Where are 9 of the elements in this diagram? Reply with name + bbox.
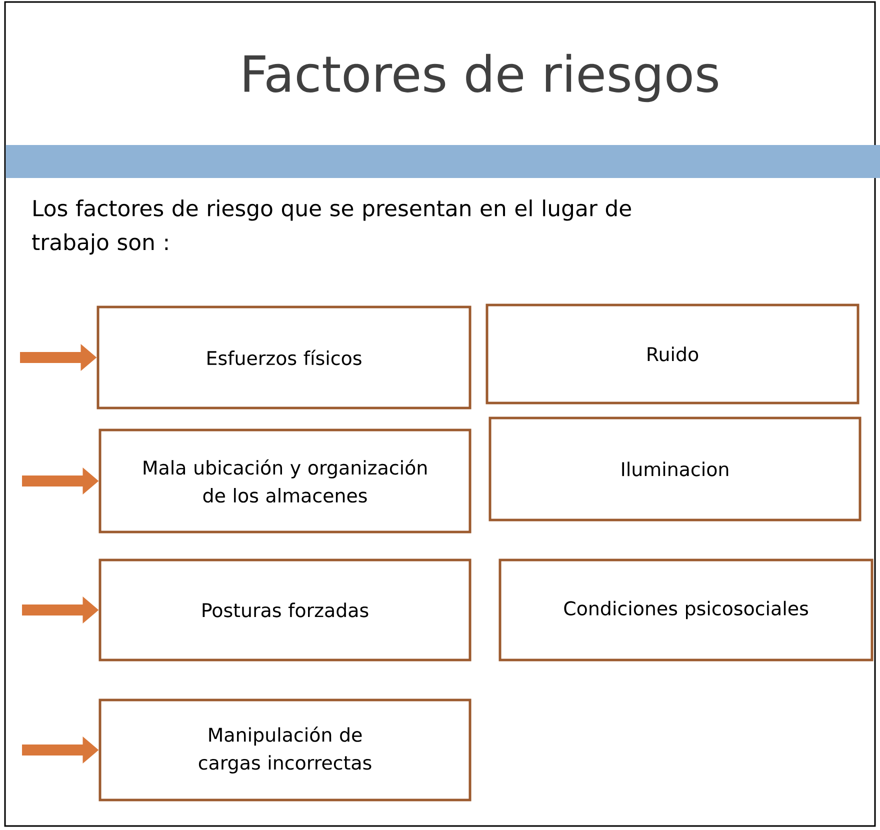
title: Factores de riesgos (244, 54, 718, 102)
factor-box: Ruido (486, 304, 860, 404)
factor-box: Condiciones psicosociales (498, 558, 874, 662)
factor-box: Manipulación de cargas incorrectas (98, 698, 472, 802)
factor-box: Iluminacion (488, 416, 862, 522)
factor-box: Posturas forzadas (98, 558, 472, 662)
factor-box: Esfuerzos físicos (96, 306, 472, 410)
intro-text: Los factores de riesgo que se presentan en el lugar de trabajo son : (32, 200, 631, 255)
factor-box: Mala ubicación y organización de los almacenes (98, 428, 472, 534)
